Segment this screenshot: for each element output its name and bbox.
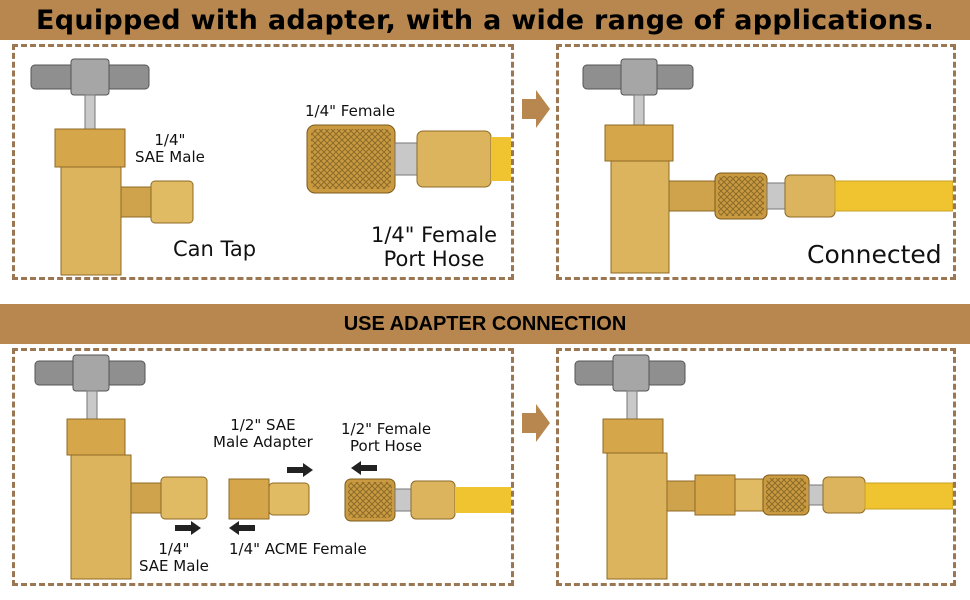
adapter-parts-illustration (34, 354, 511, 580)
adapter-connected-illustration (574, 354, 953, 580)
acme-female-label: 1/4" ACME Female (229, 540, 367, 558)
female-label: 1/4" Female (305, 102, 396, 120)
can-tap-label: Can Tap (173, 237, 257, 261)
section-title: USE ADAPTER CONNECTION (343, 312, 627, 335)
header-title: Equipped with adapter, with a wide range… (35, 4, 935, 36)
connected-label: Connected (807, 240, 942, 269)
can-tap-illustration (30, 58, 511, 276)
connected-illustration (582, 58, 953, 274)
right-arrow-icon (522, 404, 550, 442)
male-label: 1/4"SAE Male (135, 131, 205, 167)
arrow-left-icon (229, 521, 255, 535)
arrow-right-icon (287, 463, 313, 477)
panel-connected: Connected (556, 44, 956, 280)
panel-can-tap-and-hose: 1/4"SAE Male Can Tap 1/4" Female 1/4" Fe… (12, 44, 514, 280)
panel-adapter-connected (556, 348, 956, 586)
arrow-left-icon (351, 461, 377, 475)
right-arrow-icon (522, 90, 550, 128)
sae-male-label: 1/4"SAE Male (139, 540, 209, 576)
section-banner: USE ADAPTER CONNECTION (0, 304, 970, 344)
header-banner: Equipped with adapter, with a wide range… (0, 0, 970, 40)
arrow-right-icon (175, 521, 201, 535)
